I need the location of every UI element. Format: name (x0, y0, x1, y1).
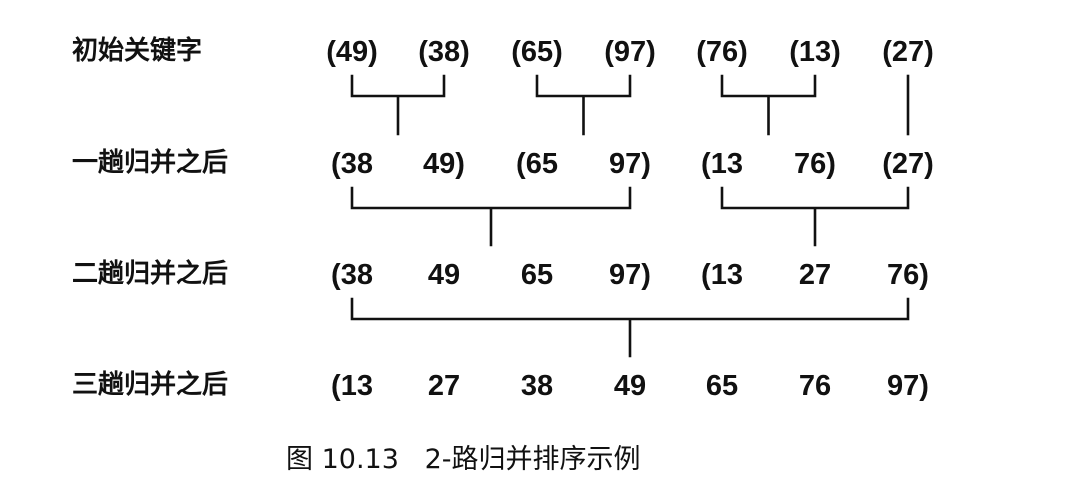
key-r2-c2: 65 (521, 259, 553, 291)
key-r2-c3: 97) (609, 259, 651, 291)
row-label-pass-1: 一趟归并之后 (72, 147, 228, 178)
key-r0-c1: (38) (418, 36, 470, 68)
merge-connector-4 (350, 186, 632, 247)
merge-connector-1 (535, 74, 632, 136)
row-labels: 初始关键字 一趟归并之后 二趟归并之后 三趟归并之后 (72, 35, 228, 400)
key-r3-c5: 76 (799, 370, 831, 402)
key-r3-c0: (13 (331, 370, 373, 402)
merge-connector-0 (350, 74, 446, 136)
key-r1-c4: (13 (701, 148, 743, 180)
row-label-pass-3: 三趟归并之后 (72, 369, 228, 400)
key-r2-c0: (38 (331, 259, 373, 291)
key-r0-c4: (76) (696, 36, 748, 68)
merge-connector-6 (350, 297, 910, 358)
key-r3-c3: 49 (614, 370, 646, 402)
key-r0-c5: (13) (789, 36, 841, 68)
key-grid: (49) (38) (65) (97) (76) (13) (27) (38 49) (65 97)… (326, 36, 934, 402)
key-r0-c3: (97) (604, 36, 656, 68)
key-r0-c0: (49) (326, 36, 378, 68)
key-r2-c5: 27 (799, 259, 831, 291)
key-r3-c6: 97) (887, 370, 929, 402)
merge-connector-2 (720, 74, 817, 136)
key-r0-c2: (65) (511, 36, 563, 68)
merge-connector-5 (720, 186, 910, 247)
row-label-pass-2: 二趟归并之后 (72, 258, 228, 289)
key-r2-c1: 49 (428, 259, 460, 291)
figure-caption: 图 10.13 2-路归并排序示例 (286, 444, 641, 475)
key-r1-c2: (65 (516, 148, 558, 180)
key-r2-c4: (13 (701, 259, 743, 291)
merge-connectors (350, 74, 910, 358)
key-r1-c5: 76) (794, 148, 836, 180)
key-r3-c4: 65 (706, 370, 738, 402)
key-r1-c6: (27) (882, 148, 934, 180)
key-r1-c3: 97) (609, 148, 651, 180)
key-r3-c2: 38 (521, 370, 553, 402)
key-r0-c6: (27) (882, 36, 934, 68)
key-r1-c0: (38 (331, 148, 373, 180)
key-r1-c1: 49) (423, 148, 465, 180)
key-r3-c1: 27 (428, 370, 460, 402)
key-r2-c6: 76) (887, 259, 929, 291)
row-label-initial: 初始关键字 (72, 35, 202, 66)
